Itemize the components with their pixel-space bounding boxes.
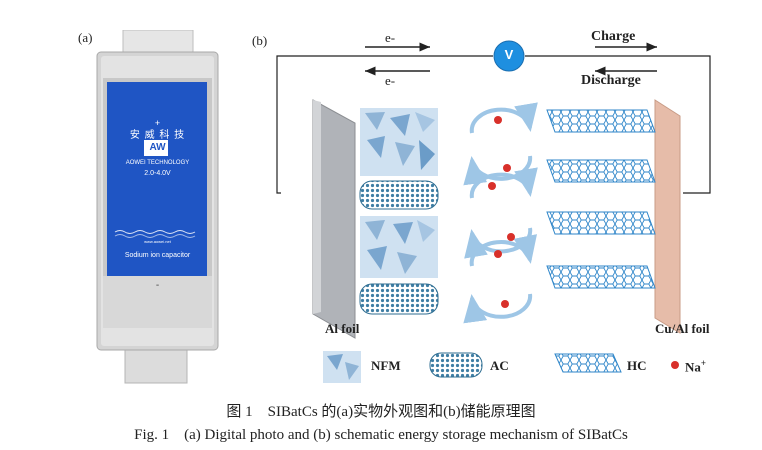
electron-label-bottom: e-: [385, 73, 396, 88]
discharge-label: Discharge: [581, 73, 641, 88]
nfm-cluster-bottom: [360, 216, 438, 278]
legend-na-symbol: [671, 361, 679, 369]
legend-hc-label: HC: [627, 358, 647, 373]
charge-label: Charge: [591, 29, 636, 44]
legend-nfm-label: NFM: [371, 358, 401, 373]
mechanism-schematic: V e- e- Charge Discharge Al foil Cu/Al f…: [255, 28, 735, 388]
logo-chinese: 安 威 科 技: [129, 130, 186, 141]
voltage-text: 2.0-4.0V: [144, 170, 171, 177]
legend-ac-label: AC: [490, 358, 509, 373]
cu-al-foil-label: Cu/Al foil: [655, 321, 710, 336]
electron-label-top: e-: [385, 30, 396, 45]
cell-minus-sign: -: [155, 280, 160, 291]
website-text: www.aowei.net: [144, 239, 171, 244]
caption-english: Fig. 1 (a) Digital photo and (b) schemat…: [134, 427, 628, 443]
ac-cluster-bottom: [359, 283, 439, 315]
al-foil-label: Al foil: [325, 321, 360, 336]
legend-ac-symbol: [429, 352, 483, 378]
logo-mark: AW: [149, 142, 166, 153]
legend-na-label: Na+: [685, 358, 707, 375]
ac-cluster-top: [359, 180, 439, 210]
brand-text: AOWEI TECHNOLOGY: [125, 160, 190, 166]
panel-b-label: (b): [252, 33, 268, 48]
caption-chinese: 图 1 SIBatCs 的(a)实物外观图和(b)储能原理图: [226, 404, 536, 420]
capacitor-photo: + 安 威 科 技 AW AOWEI TECHNOLOGY 2.0-4.0V w…: [95, 30, 220, 385]
voltmeter-label: V: [504, 47, 514, 62]
nfm-cluster-top: [360, 108, 438, 176]
panel-a-label: (a): [78, 30, 93, 45]
product-text: Sodium ion capacitor: [124, 252, 191, 259]
cell-plus-sign: +: [154, 118, 161, 128]
legend-nfm-symbol: [323, 351, 361, 383]
legend-hc-symbol: [554, 353, 622, 373]
